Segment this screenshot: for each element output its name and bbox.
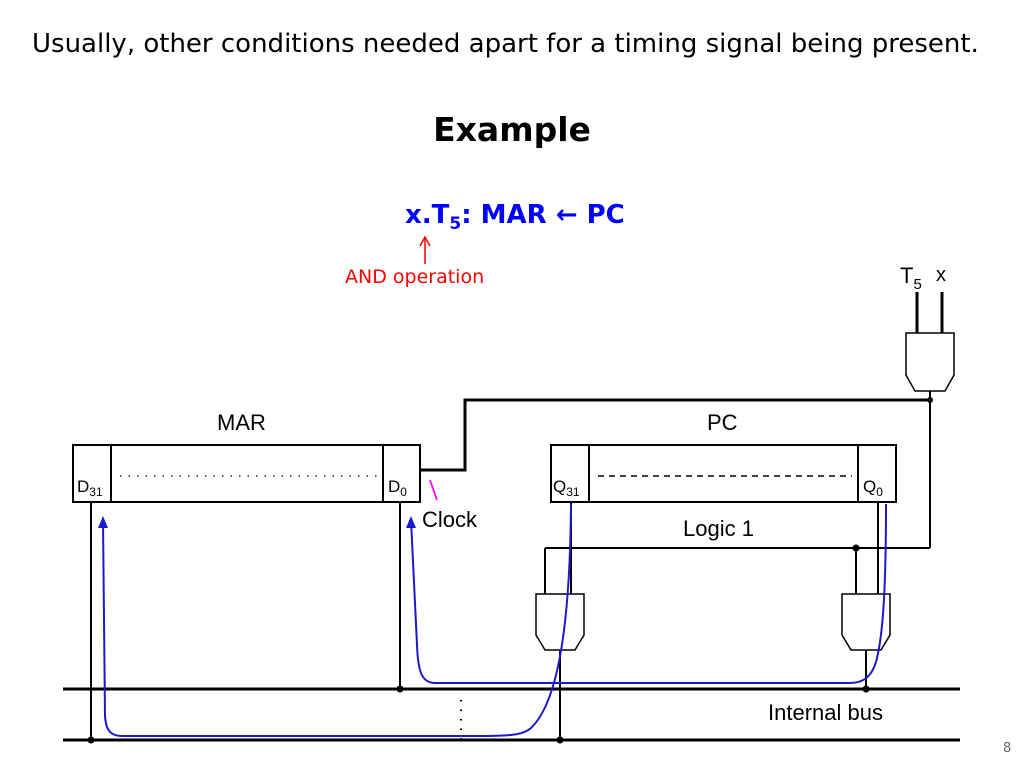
pc-bit-q0: Q0 [863, 477, 883, 499]
equation-destination: : MAR [461, 200, 556, 230]
page-number: 8 [1003, 741, 1012, 756]
data-path-arrowhead-icon [98, 516, 108, 528]
mar-label: MAR [217, 410, 266, 435]
clock-label: Clock [422, 507, 478, 532]
equation-condition-subscript: 5 [449, 214, 462, 234]
and-gate-bit0 [841, 593, 891, 651]
pc-label: PC [707, 410, 738, 435]
mar-load-wire [420, 398, 930, 472]
slide-title: Example [433, 110, 591, 149]
and-gate-bit31 [535, 593, 585, 651]
intro-text: Usually, other conditions needed apart f… [32, 29, 979, 59]
register-transfer-equation: x.T5: MAR ← PC [405, 200, 625, 234]
mar-bit-d0: D0 [388, 477, 407, 499]
mar-bit-d31: D31 [77, 477, 103, 499]
x-label: x [936, 264, 946, 286]
data-path-arrowhead-icon [406, 516, 416, 528]
internal-bus-label: Internal bus [768, 700, 883, 725]
transfer-arrow-icon: ← [555, 200, 578, 230]
and-operation-annotation: AND operation [345, 266, 485, 288]
data-path-bit0 [410, 503, 887, 684]
annotation-arrowhead-icon [419, 235, 431, 247]
mar-register [72, 444, 421, 503]
equation-source: PC [577, 200, 625, 230]
clock-marker [429, 479, 438, 501]
pc-bit-q31: Q31 [553, 477, 580, 499]
pc-register [550, 444, 897, 503]
logic1-label: Logic 1 [683, 516, 754, 541]
data-path-bit31 [102, 503, 572, 737]
equation-condition: x.T [405, 200, 450, 230]
and-gate-t5-x [905, 332, 955, 392]
t5-label: T5 [900, 263, 922, 293]
